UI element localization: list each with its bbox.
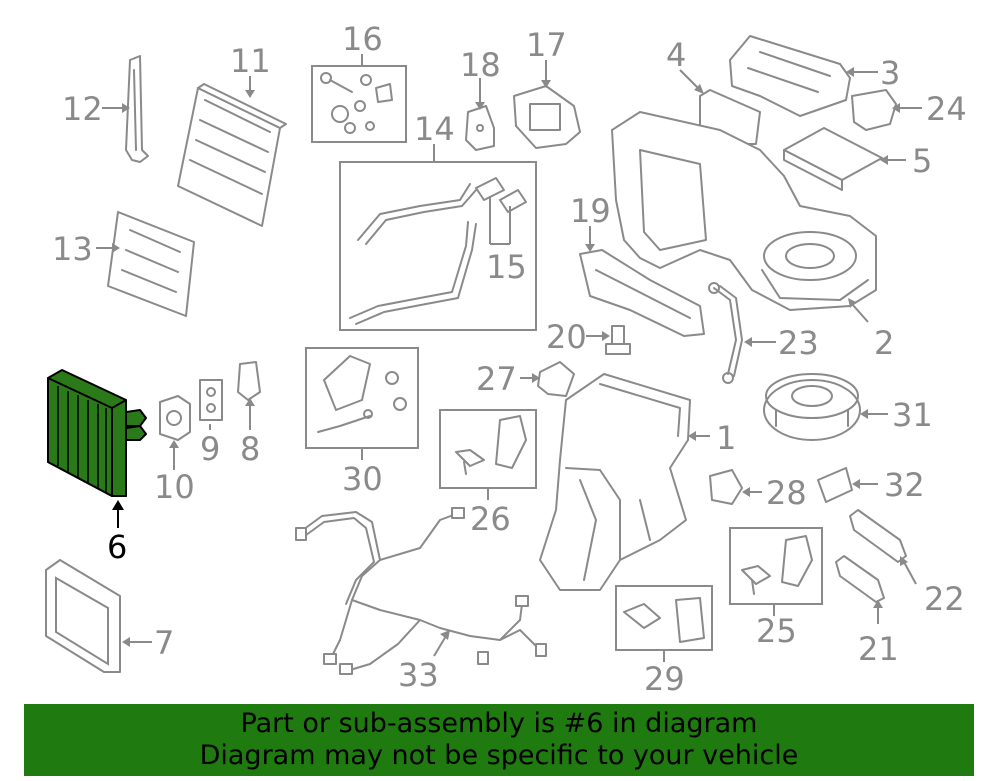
callout-22: 22 — [924, 580, 965, 618]
part-8-sensor[interactable] — [237, 361, 261, 401]
callout-1: 1 — [716, 419, 736, 457]
part-25-kit[interactable] — [729, 527, 823, 605]
part-1-lower-housing[interactable] — [539, 373, 691, 591]
part-29-kit[interactable] — [615, 585, 713, 651]
part-16-hardware-kit[interactable] — [311, 65, 407, 143]
leader-lines — [96, 54, 922, 662]
part-28-actuator[interactable] — [709, 469, 743, 505]
callout-13: 13 — [52, 230, 93, 268]
part-12-bracket[interactable] — [125, 55, 149, 163]
callout-18: 18 — [460, 46, 501, 84]
part-27-clip[interactable] — [537, 361, 575, 397]
callout-15: 15 — [486, 248, 527, 286]
callout-8: 8 — [240, 430, 260, 468]
callout-4: 4 — [666, 36, 686, 74]
part-9-gasket[interactable] — [199, 379, 223, 421]
part-23-drain-tube[interactable] — [708, 282, 743, 384]
callout-12: 12 — [62, 90, 103, 128]
callout-32: 32 — [884, 466, 925, 504]
callout-5: 5 — [912, 142, 932, 180]
callout-labels: 1 2 3 4 5 6 7 8 9 10 11 12 13 14 15 16 1… — [52, 20, 967, 698]
callout-6: 6 — [107, 528, 127, 566]
callout-28: 28 — [766, 474, 807, 512]
part-20-bolt[interactable] — [605, 325, 631, 355]
part-26-kit[interactable] — [439, 409, 537, 489]
callout-27: 27 — [476, 360, 517, 398]
part-19-duct[interactable] — [579, 249, 705, 337]
callout-2: 2 — [874, 324, 894, 362]
part-21-sensor[interactable] — [835, 555, 885, 603]
part-14-hose-kit[interactable] — [339, 161, 537, 331]
callout-19: 19 — [570, 192, 611, 230]
callout-29: 29 — [644, 660, 685, 698]
callout-30: 30 — [342, 460, 383, 498]
callout-20: 20 — [546, 318, 587, 356]
part-5-cabin-filter[interactable] — [783, 127, 883, 191]
part-17-cover[interactable] — [513, 85, 581, 149]
part-11-heater-core[interactable] — [177, 83, 287, 227]
part-18-actuator[interactable] — [465, 105, 495, 151]
banner-line-2: Diagram may not be specific to your vehi… — [199, 740, 799, 771]
info-banner: Part or sub-assembly is #6 in diagram Di… — [24, 704, 974, 776]
part-31-blower-motor[interactable] — [763, 373, 861, 441]
part-3-air-inlet[interactable] — [729, 35, 851, 117]
callout-17: 17 — [526, 26, 567, 64]
callout-3: 3 — [880, 54, 900, 92]
callout-10: 10 — [154, 468, 195, 506]
callout-31: 31 — [892, 396, 933, 434]
callout-14: 14 — [414, 110, 455, 148]
part-32-resistor[interactable] — [817, 467, 853, 503]
part-30-kit[interactable] — [305, 347, 419, 449]
exploded-parts-diagram: 1 2 3 4 5 6 7 8 9 10 11 12 13 14 15 16 1… — [45, 20, 967, 698]
part-6-evaporator[interactable] — [47, 369, 147, 497]
callout-26: 26 — [470, 500, 511, 538]
part-13-plate[interactable] — [107, 211, 195, 317]
callout-23: 23 — [778, 324, 819, 362]
callout-7: 7 — [154, 624, 174, 662]
part-22-sensor[interactable] — [849, 509, 907, 563]
callout-11: 11 — [230, 42, 271, 80]
callout-33: 33 — [398, 656, 439, 694]
part-10-expansion-valve[interactable] — [159, 395, 191, 441]
callout-24: 24 — [926, 90, 967, 128]
callout-21: 21 — [858, 630, 899, 668]
banner-line-1: Part or sub-assembly is #6 in diagram — [240, 708, 758, 739]
callout-9: 9 — [200, 430, 220, 468]
part-24-actuator[interactable] — [851, 89, 897, 131]
part-7-seal[interactable] — [45, 559, 121, 673]
callout-16: 16 — [342, 20, 383, 58]
part-33-wiring-harness[interactable] — [295, 507, 547, 675]
callout-25: 25 — [756, 612, 797, 650]
